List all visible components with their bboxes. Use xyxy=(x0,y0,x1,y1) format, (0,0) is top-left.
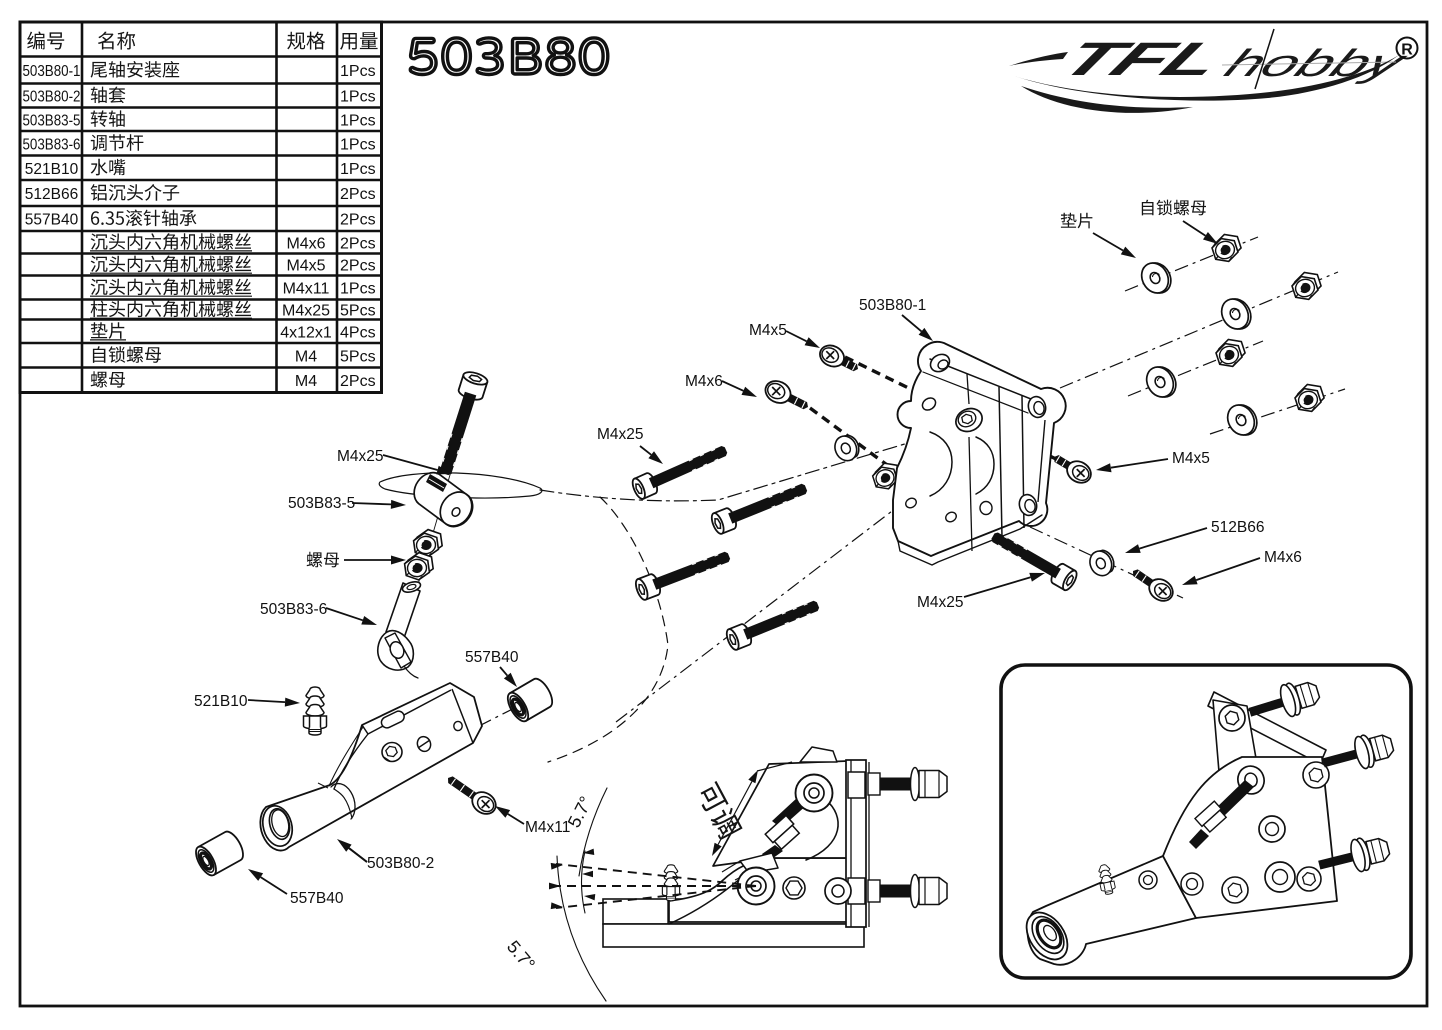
svg-text:521B10: 521B10 xyxy=(194,693,248,710)
svg-text:M4x11: M4x11 xyxy=(283,281,330,298)
svg-text:1Pcs: 1Pcs xyxy=(340,281,376,298)
svg-text:512B66: 512B66 xyxy=(1211,519,1264,536)
svg-text:503B83-5: 503B83-5 xyxy=(23,112,81,129)
svg-text:557B40: 557B40 xyxy=(25,212,79,229)
svg-text:2Pcs: 2Pcs xyxy=(340,186,376,203)
svg-text:1Pcs: 1Pcs xyxy=(340,63,376,80)
svg-text:M4x11: M4x11 xyxy=(525,819,570,836)
svg-text:2Pcs: 2Pcs xyxy=(340,212,376,229)
svg-text:5Pcs: 5Pcs xyxy=(340,303,376,320)
svg-text:503B83-5: 503B83-5 xyxy=(288,495,355,512)
svg-text:M4x25: M4x25 xyxy=(337,448,384,465)
svg-text:1Pcs: 1Pcs xyxy=(340,89,376,106)
svg-text:5Pcs: 5Pcs xyxy=(340,348,376,365)
svg-text:2Pcs: 2Pcs xyxy=(340,235,376,252)
svg-text:M4x25: M4x25 xyxy=(597,426,644,443)
svg-text:M4x5: M4x5 xyxy=(286,258,325,275)
svg-text:2Pcs: 2Pcs xyxy=(340,373,376,390)
svg-text:503B80-2: 503B80-2 xyxy=(23,89,81,106)
svg-text:4x12x1: 4x12x1 xyxy=(280,324,332,341)
svg-text:M4x25: M4x25 xyxy=(917,594,964,611)
svg-text:R: R xyxy=(1401,42,1413,59)
svg-text:503B80-1: 503B80-1 xyxy=(859,297,926,314)
svg-text:503B83-6: 503B83-6 xyxy=(23,136,81,153)
svg-text:1Pcs: 1Pcs xyxy=(340,136,376,153)
svg-text:M4x6: M4x6 xyxy=(286,235,325,252)
svg-text:M4x6: M4x6 xyxy=(1264,549,1302,566)
svg-text:557B40: 557B40 xyxy=(465,649,519,666)
svg-text:557B40: 557B40 xyxy=(290,890,344,907)
svg-text:521B10: 521B10 xyxy=(25,161,79,178)
svg-text:M4x5: M4x5 xyxy=(749,322,787,339)
svg-text:1Pcs: 1Pcs xyxy=(340,161,376,178)
svg-text:M4: M4 xyxy=(295,373,317,390)
svg-text:M4x5: M4x5 xyxy=(1172,450,1210,467)
svg-text:4Pcs: 4Pcs xyxy=(340,324,376,341)
svg-text:503B83-6: 503B83-6 xyxy=(260,601,327,618)
svg-text:M4x25: M4x25 xyxy=(282,303,330,320)
svg-text:512B66: 512B66 xyxy=(25,186,78,203)
svg-text:503B80-2: 503B80-2 xyxy=(367,855,434,872)
svg-text:1Pcs: 1Pcs xyxy=(340,112,376,129)
svg-text:503B80-1: 503B80-1 xyxy=(23,63,81,80)
svg-text:2Pcs: 2Pcs xyxy=(340,258,376,275)
svg-text:M4x6: M4x6 xyxy=(685,373,723,390)
svg-text:M4: M4 xyxy=(295,348,317,365)
